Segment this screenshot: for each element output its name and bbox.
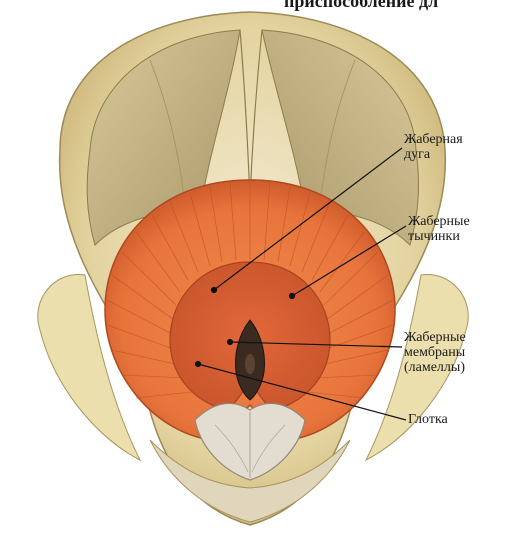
label-pharynx: Глотка bbox=[408, 412, 448, 427]
label-gill-rakers: Жаберные тычинки bbox=[408, 214, 470, 244]
label-gill-membranes: Жаберные мембраны (ламеллы) bbox=[404, 330, 466, 375]
label-gill-arch: Жаберная дуга bbox=[404, 132, 463, 162]
